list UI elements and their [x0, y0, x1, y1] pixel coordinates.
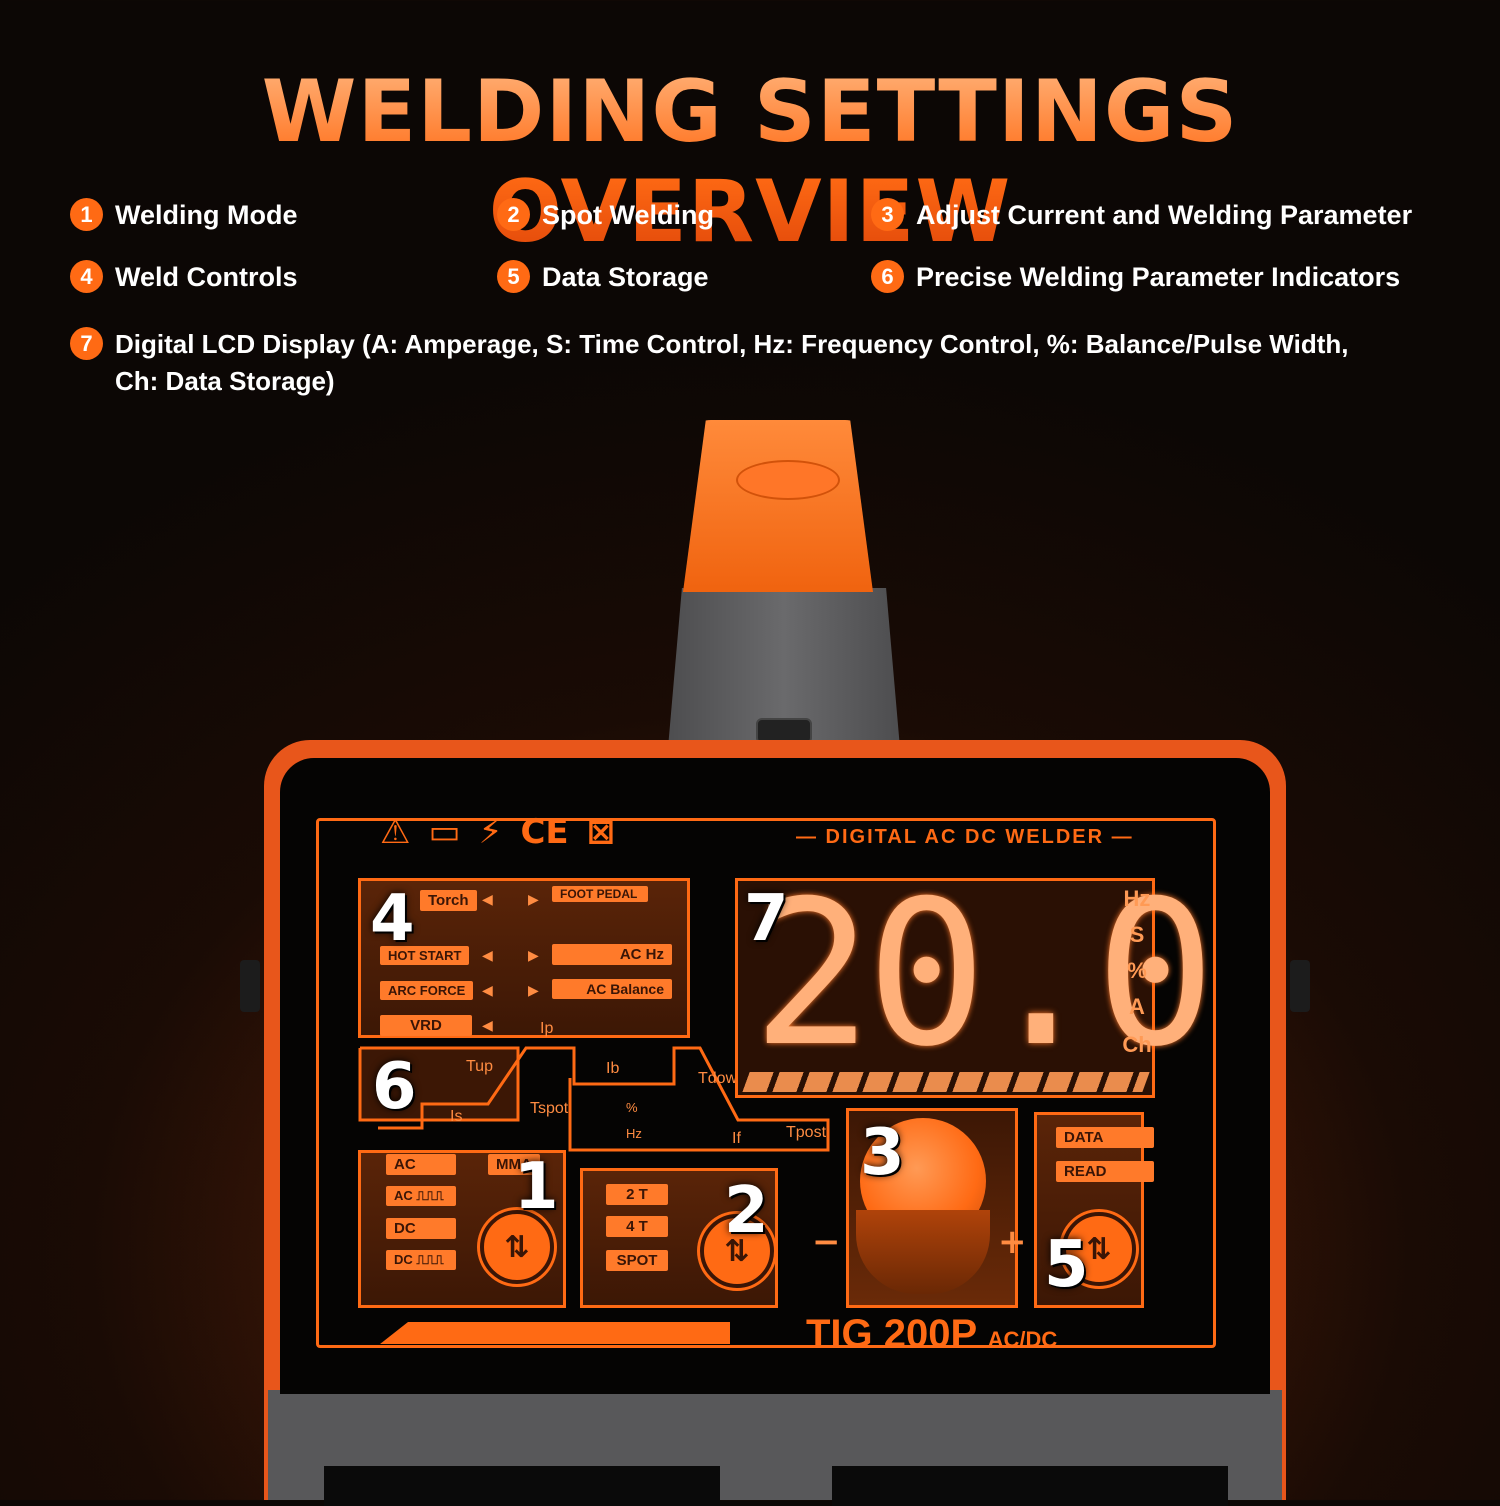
data-save-label[interactable]: DATA	[1056, 1127, 1154, 1148]
left-arrow-icon: ◀	[482, 1018, 493, 1034]
trigger-spot[interactable]: SPOT	[606, 1250, 668, 1271]
trigger-select-button[interactable]: ⇅	[700, 1214, 774, 1288]
unit-amperage: A	[1129, 994, 1145, 1019]
ip-label: Ip	[540, 1020, 554, 1037]
data-read-label[interactable]: READ	[1056, 1161, 1154, 1182]
feature-welding-mode: 1 Welding Mode	[70, 197, 298, 234]
feature-label: Adjust Current and Welding Parameter	[916, 200, 1413, 230]
feature-parameter-indicators: 6 Precise Welding Parameter Indicators	[871, 259, 1400, 296]
feature-adjust-current: 3 Adjust Current and Welding Parameter	[871, 197, 1412, 234]
side-knob	[1290, 960, 1310, 1012]
carry-handle	[683, 420, 873, 592]
feature-number-badge: 6	[871, 260, 904, 293]
feature-number-badge: 3	[871, 198, 904, 231]
model-name: TIG 200P AC/DC	[806, 1312, 1057, 1357]
left-arrow-icon: ◀	[482, 983, 493, 999]
level-bar	[742, 1072, 1150, 1092]
right-arrow-icon: ▶	[528, 983, 539, 999]
feature-number-badge: 7	[70, 327, 103, 360]
foot-pedal-label: FOOT PEDAL	[552, 886, 648, 902]
vent-slot	[832, 1466, 1228, 1506]
feature-label: Spot Welding	[542, 200, 714, 230]
lcd-display	[735, 878, 1155, 1098]
tdown-label: Tdown	[698, 1070, 747, 1087]
ib-label: Ib	[606, 1060, 620, 1077]
unit-seconds: S	[1129, 922, 1145, 947]
model-stripe	[380, 1322, 730, 1344]
unit-channel: Ch	[1122, 1032, 1152, 1057]
feature-label-continued: Ch: Data Storage)	[115, 366, 335, 396]
mode-select-button[interactable]: ⇅	[480, 1210, 554, 1284]
tspot-label: Tspot	[530, 1100, 569, 1117]
tup-label: Tup	[466, 1058, 493, 1075]
hot-start-label: HOT START	[380, 946, 470, 965]
mode-ac-tig[interactable]: AC	[386, 1154, 456, 1175]
feature-number-badge: 4	[70, 260, 103, 293]
callout-1: 1	[514, 1150, 559, 1224]
lcd-readout: 20.0	[752, 858, 1216, 1091]
callout-2: 2	[724, 1174, 769, 1248]
callout-4: 4	[370, 882, 415, 956]
model-suffix: AC/DC	[987, 1327, 1058, 1352]
handle-button	[736, 460, 840, 500]
minus-label: −	[812, 1222, 841, 1262]
vent-slot	[324, 1466, 720, 1506]
tpost-label: Tpost	[786, 1124, 827, 1141]
feature-number-badge: 1	[70, 198, 103, 231]
trigger-2t[interactable]: 2 T	[606, 1184, 668, 1205]
feature-label: Precise Welding Parameter Indicators	[916, 262, 1401, 292]
feature-label: Digital LCD Display (A: Amperage, S: Tim…	[115, 329, 1349, 359]
feature-label: Data Storage	[542, 262, 709, 292]
storage-select-button[interactable]: ⇅	[1062, 1212, 1136, 1286]
feature-data-storage: 5 Data Storage	[497, 259, 709, 296]
mode-ac-pulse[interactable]: AC ⎍⎍⎍	[386, 1186, 456, 1206]
percent-label: %	[626, 1100, 638, 1115]
feature-label: Welding Mode	[115, 200, 298, 230]
arc-force-label: ARC FORCE	[380, 981, 474, 1000]
page-title: WELDING SETTINGS OVERVIEW	[0, 62, 1500, 262]
callout-5: 5	[1044, 1228, 1089, 1302]
ac-hz-label: AC Hz	[552, 944, 672, 965]
model-label: TIG 200P	[806, 1312, 977, 1356]
ac-balance-label: AC Balance	[552, 979, 672, 999]
lcd-frame	[316, 818, 1216, 1348]
feature-lcd-display: 7 Digital LCD Display (A: Amperage, S: T…	[70, 326, 1348, 400]
electric-hazard-icon: ⚡	[478, 812, 503, 852]
unit-percent: %	[1127, 958, 1147, 983]
feature-number-badge: 2	[497, 198, 530, 231]
feature-label: Weld Controls	[115, 262, 298, 292]
mode-mma[interactable]: MMA	[488, 1154, 540, 1175]
feature-number-badge: 5	[497, 260, 530, 293]
right-arrow-icon: ▶	[528, 892, 539, 908]
side-knob	[240, 960, 260, 1012]
trigger-4t[interactable]: 4 T	[606, 1216, 668, 1237]
mode-dc-tig[interactable]: DC	[386, 1218, 456, 1239]
vrd-label: VRD	[380, 1015, 472, 1036]
hz-label: Hz	[626, 1126, 642, 1141]
left-arrow-icon: ◀	[482, 948, 493, 964]
feature-spot-welding: 2 Spot Welding	[497, 197, 714, 234]
mode-dc-pulse[interactable]: DC ⎍⎍⎍	[386, 1250, 456, 1270]
if-label: If	[732, 1130, 741, 1147]
torch-label: Torch	[420, 890, 477, 911]
unit-hz: Hz	[1123, 886, 1151, 911]
knob-skirt	[856, 1210, 990, 1294]
callout-3: 3	[860, 1116, 905, 1190]
callout-6: 6	[372, 1050, 417, 1124]
callout-7: 7	[744, 882, 789, 956]
feature-weld-controls: 4 Weld Controls	[70, 259, 298, 296]
parameter-waveform	[358, 1046, 830, 1152]
panel-banner: — DIGITAL AC DC WELDER —	[796, 826, 1134, 848]
plus-label: +	[998, 1222, 1027, 1262]
left-arrow-icon: ◀	[482, 892, 493, 908]
is-label: Is	[450, 1108, 463, 1125]
right-arrow-icon: ▶	[528, 948, 539, 964]
